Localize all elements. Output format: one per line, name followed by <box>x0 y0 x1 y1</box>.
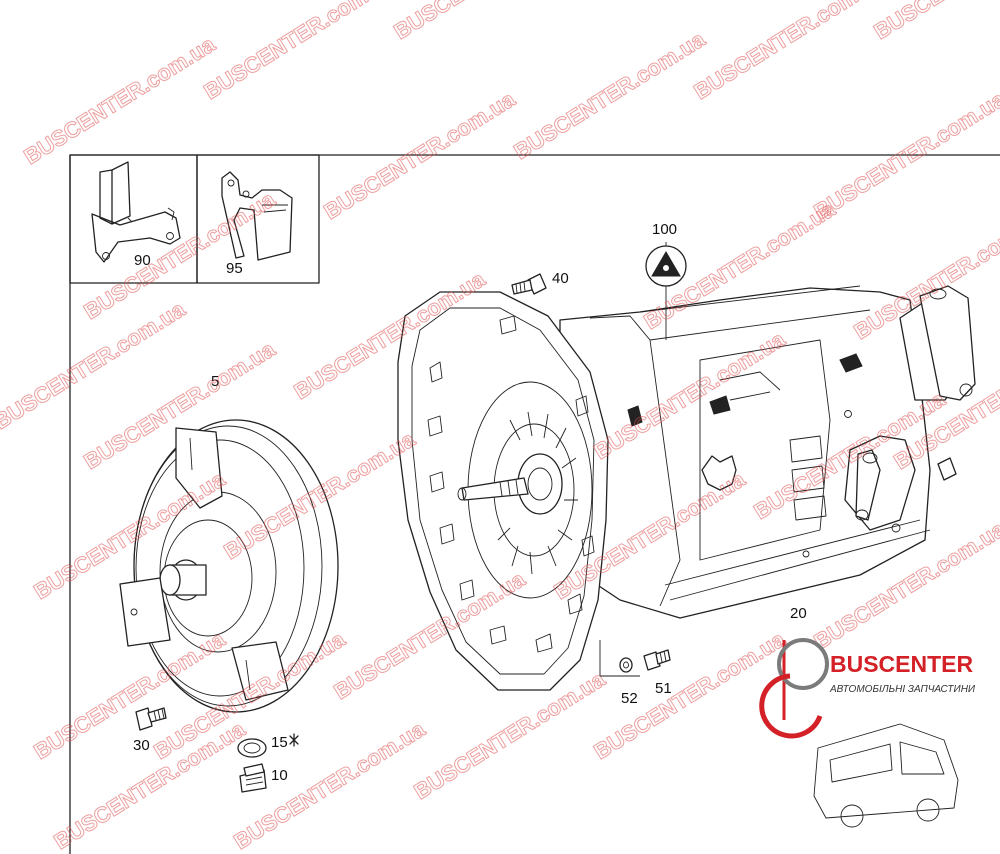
bolt-40-drawing <box>511 273 547 295</box>
part-number-10: 10 <box>271 767 288 784</box>
shield-95-drawing <box>221 171 293 261</box>
seal-ring-15-drawing <box>237 733 299 758</box>
logo-name: BUSCENTER <box>830 651 974 677</box>
part-number-20: 20 <box>790 605 807 622</box>
part-number-5: 5 <box>211 373 219 390</box>
watermark-text: BUSCENTER.com.ua <box>689 0 889 104</box>
logo-subtitle: АВТОМОБІЛЬНІ ЗАПЧАСТИНИ <box>829 684 976 695</box>
part-number-90: 90 <box>134 252 151 269</box>
transmission-20-drawing <box>397 285 976 691</box>
diagram-frame <box>69 154 1000 854</box>
watermark-text: BUSCENTER.com.ua <box>509 26 709 164</box>
part-number-40: 40 <box>552 270 569 287</box>
bolt-30-drawing <box>135 707 167 731</box>
buscenter-logo: BUSCENTER АВТОМОБІЛЬНІ ЗАПЧАСТИНИ <box>759 638 976 828</box>
minibus-icon <box>813 723 959 828</box>
logo-mark-icon <box>777 638 829 690</box>
plug-10-drawing <box>239 763 267 793</box>
watermark-text: BUSCENTER.com.ua <box>389 0 589 44</box>
watermark-text: BUSCENTER.com.ua <box>199 0 399 104</box>
part-number-52: 52 <box>621 690 638 707</box>
torque-converter-5-drawing <box>119 419 339 713</box>
watermark-text: BUSCENTER.com.ua <box>589 626 789 764</box>
part-number-100: 100 <box>652 221 677 238</box>
part-number-labels: 90 95 100 40 5 20 52 51 30 15 10 <box>133 221 807 784</box>
fasteners-51-52-drawing <box>599 640 671 677</box>
watermark-text: BUSCENTER.com.ua <box>869 0 1000 44</box>
part-number-95: 95 <box>226 260 243 277</box>
part-number-51: 51 <box>655 680 672 697</box>
part-number-30: 30 <box>133 737 150 754</box>
bracket-90-drawing <box>91 161 181 263</box>
part-number-15: 15 <box>271 734 288 751</box>
watermark-text: BUSCENTER.com.ua <box>19 31 219 169</box>
marker-100-drawing <box>645 242 687 340</box>
